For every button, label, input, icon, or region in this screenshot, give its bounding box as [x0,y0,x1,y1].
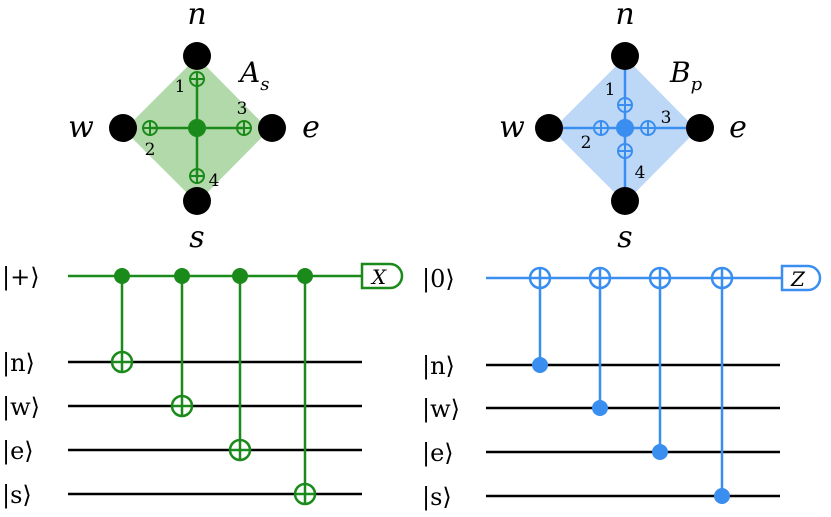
right-cnot-3-target [648,266,672,290]
left-label-e: |e⟩ [2,437,34,466]
left-cnot-2-target [170,394,194,418]
left-cnot-4-control [297,268,313,284]
left-number-2: 2 [145,140,156,160]
left-target-4 [189,168,205,184]
left-vertex-e-label: e [302,110,320,145]
left-center-node [188,119,206,137]
right-operator-main: B [669,56,691,89]
right-target-1 [617,97,633,113]
right-vertex-s-dot [611,187,639,215]
right-operator-sub: p [691,74,703,95]
right-target-2 [593,120,609,136]
left-cnot-1-control [114,268,130,284]
left-operator-label: As [237,56,269,95]
left-circuit: X |+⟩ |n⟩ |w⟩ |e⟩ |s⟩ [2,262,404,510]
left-vertex-e-dot [258,114,286,142]
right-vertex-w-label: w [499,110,525,145]
right-number-2: 2 [581,133,592,153]
right-measure-box [780,264,822,292]
left-cnot-2-control [174,268,190,284]
left-target-2 [142,120,158,136]
right-plaquette: n w e s 1 2 3 4 Bp [499,0,747,255]
left-number-1: 1 [175,77,186,97]
left-vertex-w-dot [109,114,137,142]
left-ancilla-label: |+⟩ [2,263,40,292]
left-operator-sub: s [260,74,269,95]
right-cnot-1-target [528,266,552,290]
right-center-node [616,119,634,137]
right-measure-label: Z [790,267,806,291]
right-cnot-3-control [652,444,668,460]
left-vertex-n-dot [183,42,211,70]
left-target-1 [189,71,205,87]
left-vertex-s-label: s [189,220,204,255]
left-target-3 [236,120,252,136]
right-operator-label: Bp [669,56,703,95]
right-label-e: |e⟩ [422,439,454,468]
left-cnot-4-target [293,482,317,506]
left-vertex-w-label: w [68,110,94,145]
left-number-3: 3 [237,99,248,119]
right-vertex-e-dot [686,114,714,142]
right-vertex-n-label: n [615,0,634,32]
left-vertex-s-dot [183,187,211,215]
right-target-3 [640,120,656,136]
left-cnot-3-target [228,438,252,462]
left-operator-main: A [237,56,260,89]
right-cnot-4-target [710,266,734,290]
left-number-4: 4 [209,171,220,191]
right-cnot-1-control [532,357,548,373]
right-ancilla-label: |0⟩ [422,265,455,294]
left-label-n: |n⟩ [2,349,35,378]
left-vertex-n-label: n [187,0,206,32]
right-label-n: |n⟩ [422,352,455,381]
right-cnot-4-control [714,488,730,504]
left-cnot-1-target [110,350,134,374]
right-label-w: |w⟩ [422,395,460,424]
right-cnot-2-control [592,400,608,416]
right-vertex-n-dot [611,42,639,70]
left-label-w: |w⟩ [2,393,40,422]
left-label-s: |s⟩ [2,481,32,510]
left-measure-box [360,262,404,290]
right-number-4: 4 [635,163,646,183]
right-number-3: 3 [661,108,672,128]
left-plaquette: n w e s 1 2 3 4 As [68,0,320,255]
right-vertex-w-dot [535,114,563,142]
right-target-4 [617,143,633,159]
right-vertex-s-label: s [617,220,632,255]
right-cnot-2-target [588,266,612,290]
right-label-s: |s⟩ [422,483,452,512]
right-number-1: 1 [605,80,616,100]
right-circuit: Z |0⟩ |n⟩ |w⟩ |e⟩ |s⟩ [422,264,822,512]
right-vertex-e-label: e [729,110,747,145]
left-cnot-3-control [232,268,248,284]
left-measure-label: X [370,265,387,289]
